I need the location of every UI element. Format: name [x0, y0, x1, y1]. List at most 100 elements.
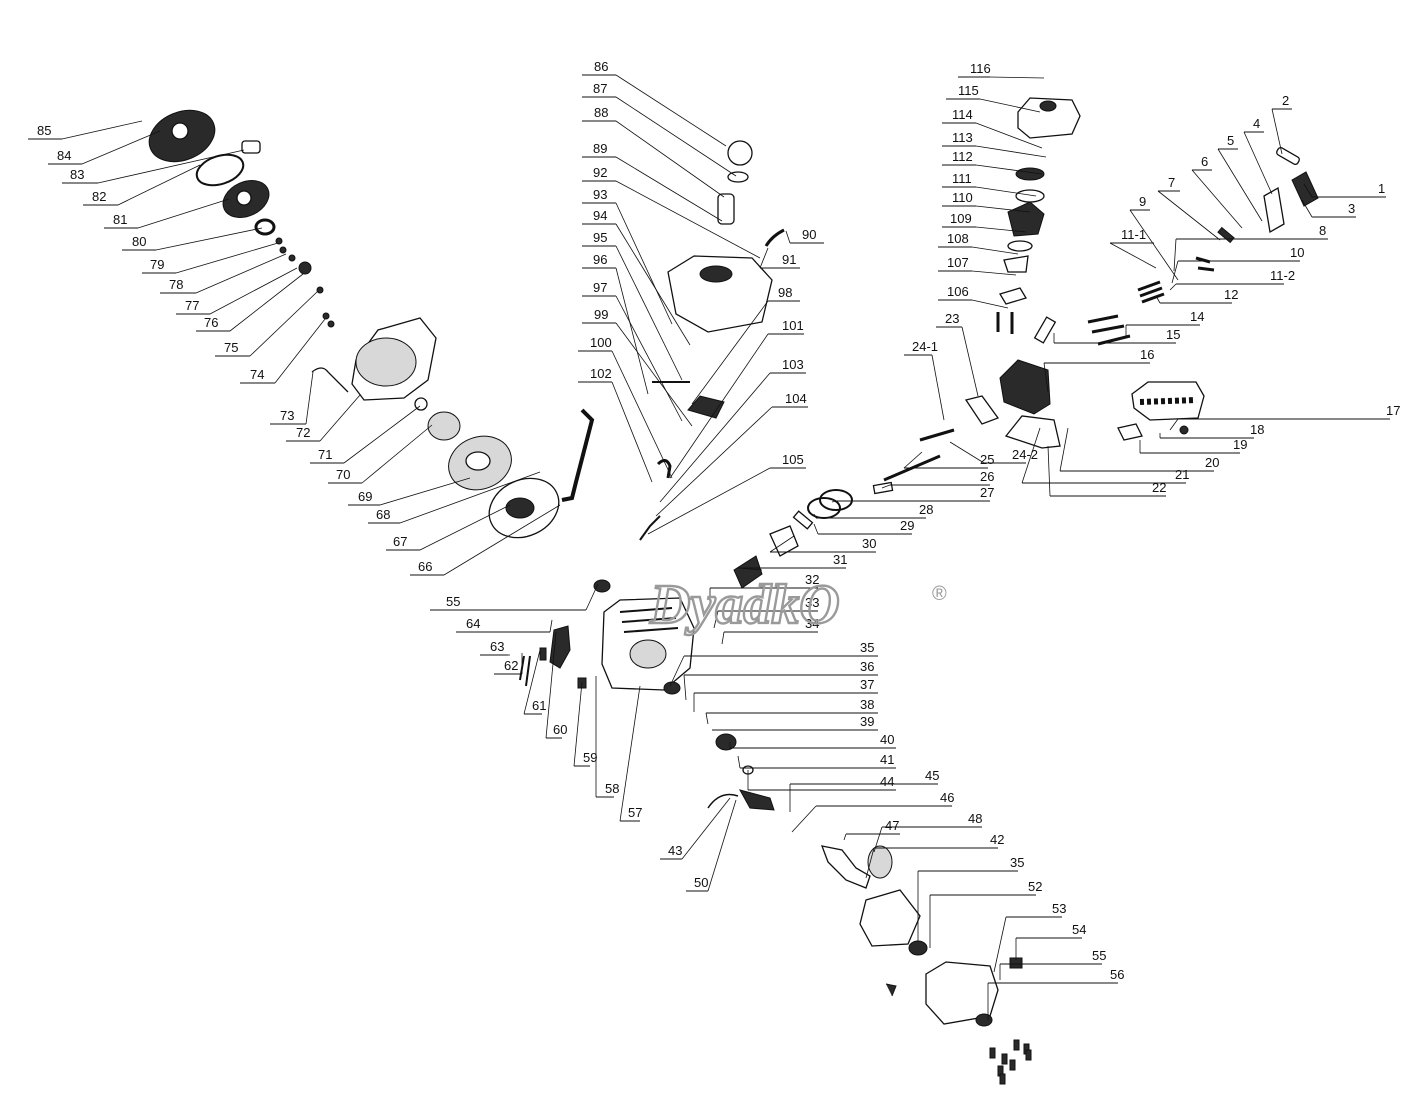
leader-line	[443, 504, 561, 576]
callout-94: 94	[582, 208, 616, 225]
callout-18: 18	[1160, 422, 1264, 439]
callout-label: 54	[1072, 922, 1086, 937]
leader-line	[975, 226, 1027, 233]
leader-line	[155, 227, 263, 251]
callout-26: 26	[890, 469, 994, 486]
callout-label: 45	[925, 768, 939, 783]
callout-105: 105	[770, 452, 806, 469]
callout-label: 15	[1166, 327, 1180, 342]
callout-63: 63	[480, 639, 508, 656]
callout-64: 64	[456, 616, 550, 633]
fuel-filter-part	[717, 193, 735, 225]
leader-line	[615, 74, 727, 147]
callout-label: 107	[947, 255, 969, 270]
head-pin-part	[1276, 146, 1300, 166]
side-cover-bolt-part	[999, 1073, 1006, 1085]
callout-label: 86	[594, 59, 608, 74]
callout-label: 80	[132, 234, 146, 249]
callout-label: 84	[57, 148, 71, 163]
leader-line	[361, 424, 433, 484]
callout-label: 62	[504, 658, 518, 673]
callout-24-2: 24-2	[984, 447, 1038, 464]
crankshaft-part	[820, 845, 871, 889]
callout-label: 116	[970, 61, 991, 76]
leader-line	[379, 477, 471, 506]
callout-55: 55	[1000, 948, 1106, 965]
callout-label: 30	[862, 536, 876, 551]
leader-line	[655, 406, 773, 517]
main-seal-part	[908, 940, 928, 956]
side-cover-fill-part	[885, 983, 897, 997]
callout-label: 11-2	[1270, 268, 1295, 283]
leader-line	[61, 120, 143, 140]
callout-label: 105	[782, 452, 804, 467]
leader-line	[989, 76, 1045, 79]
leader-line	[791, 805, 817, 833]
leader-line	[975, 164, 1043, 175]
callout-84: 84	[48, 148, 82, 165]
leader-line	[975, 186, 1037, 197]
leader-line	[759, 247, 769, 269]
callout-82: 82	[83, 189, 118, 206]
callout-78: 78	[160, 277, 196, 294]
leader-line	[611, 350, 673, 479]
carb-stud-part	[996, 312, 1014, 334]
callout-30: 30	[770, 536, 876, 553]
callout-53: 53	[1006, 901, 1066, 918]
callout-20: 20	[1060, 455, 1219, 472]
exhaust-bracket-part	[1004, 415, 1061, 449]
callout-label: 115	[958, 83, 979, 98]
callout-label: 22	[1152, 480, 1166, 495]
callout-41: 41	[740, 752, 896, 769]
fuel-tank-neck-part	[699, 265, 733, 283]
leader-line	[961, 326, 979, 397]
callout-106: 106	[938, 284, 972, 301]
callout-10: 10	[1178, 245, 1304, 262]
air-filter-gasket-part	[1015, 167, 1045, 181]
leader-line	[683, 674, 687, 701]
callout-46: 46	[816, 790, 954, 807]
callout-101: 101	[768, 318, 804, 335]
callout-95: 95	[582, 230, 616, 247]
side-cover-bolt-part	[1009, 1059, 1016, 1071]
callout-91: 91	[760, 252, 800, 269]
callout-75: 75	[215, 340, 250, 357]
choke-rod-part	[639, 515, 661, 541]
air-filter-knob-part	[1039, 100, 1057, 112]
callout-label: 68	[376, 507, 390, 522]
leader-line	[615, 202, 673, 325]
callout-label: 48	[968, 811, 982, 826]
callout-label: 71	[318, 447, 332, 462]
callout-label: 33	[805, 595, 819, 610]
leader-line	[619, 685, 641, 822]
callout-label: 32	[805, 572, 819, 587]
callout-68: 68	[368, 507, 400, 524]
callout-98: 98	[768, 285, 800, 302]
leader-line	[615, 223, 691, 346]
leader-line	[769, 535, 795, 553]
callout-label: 114	[952, 107, 973, 122]
callout-79: 79	[142, 257, 176, 274]
leader-line	[615, 295, 683, 422]
callout-15: 15	[1054, 327, 1180, 344]
callout-99: 99	[582, 307, 616, 324]
valve-part	[919, 428, 955, 442]
leader-line	[249, 290, 319, 357]
callout-label: 55	[446, 594, 460, 609]
leader-line	[721, 631, 725, 645]
leader-line	[1191, 169, 1243, 229]
flywheel-hub-part	[465, 451, 491, 471]
leader-line	[81, 130, 161, 165]
leader-line	[615, 322, 693, 427]
side-cover-part	[925, 961, 999, 1025]
callout-label: 95	[593, 230, 607, 245]
callout-label: 21	[1175, 467, 1189, 482]
leader-line	[971, 299, 1009, 309]
callout-70: 70	[328, 467, 362, 484]
rocker-cover-part	[1291, 171, 1319, 207]
callout-8: 8	[1176, 223, 1328, 240]
side-cover-gasket-part	[859, 889, 921, 947]
callout-74: 74	[240, 367, 275, 384]
leader-line	[399, 471, 541, 524]
